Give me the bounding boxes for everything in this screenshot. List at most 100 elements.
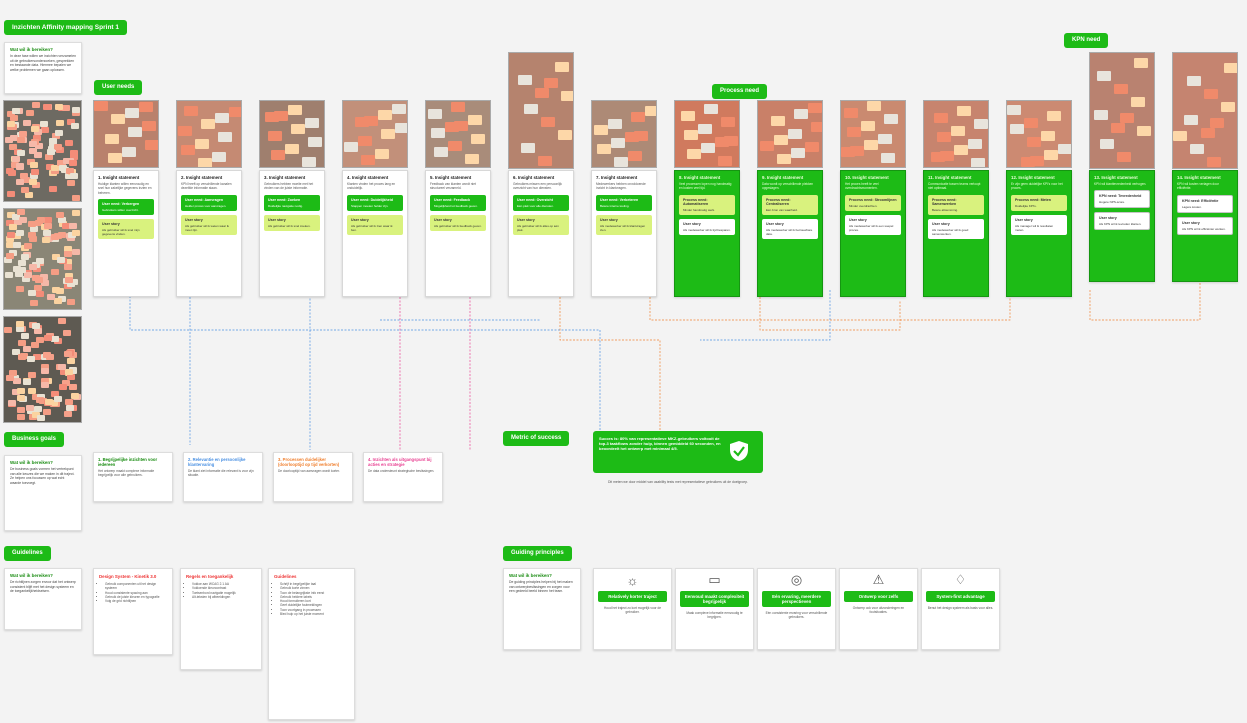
sticky-note-blob	[46, 293, 55, 300]
sticky-note-blob	[847, 127, 861, 137]
screen-icon: ▭	[708, 572, 721, 587]
sticky-note-blob	[6, 242, 15, 249]
guideline-item: Volg de grid richtlijnen	[105, 599, 167, 603]
sticky-note-blob	[111, 114, 125, 124]
need-text: Duidelijke navigatie nodig.	[268, 203, 303, 208]
principle-card: ▭ Eenvoud maakt complexiteit begrijpelijk…	[675, 568, 754, 650]
story-title: User story	[600, 217, 618, 222]
sticky-note-blob	[29, 173, 38, 180]
sticky-note-blob	[6, 120, 15, 127]
sticky-note-blob	[538, 156, 552, 166]
sticky-note-blob	[67, 299, 76, 306]
sticky-note-blob	[285, 144, 299, 154]
sticky-note-blob	[428, 109, 442, 119]
principles-text: De guiding principles helpen bij het mak…	[509, 580, 573, 594]
principle-text: Eén consistente ervaring voor verschille…	[765, 611, 828, 620]
sticky-note-blob	[11, 375, 20, 381]
need-title: Process need: Centraliseren	[766, 197, 791, 206]
insight-photo	[176, 100, 242, 168]
sticky-note-blob	[308, 137, 322, 147]
sticky-note-blob	[35, 337, 44, 344]
sticky-note-blob	[1221, 102, 1235, 112]
sticky-note-blob	[6, 374, 15, 381]
sticky-note-blob	[6, 253, 15, 260]
sticky-photo-3	[3, 316, 82, 423]
guideline-item: Gebruik de juiste kleuren en typografie	[105, 595, 167, 599]
sticky-note-blob	[535, 88, 549, 98]
sticky-note-blob	[108, 153, 122, 163]
sticky-note-blob	[7, 169, 16, 176]
business-goal-card: 2. Relevantie en persoonlijke klantervar…	[183, 452, 263, 502]
sticky-note-blob	[31, 342, 40, 348]
sticky-note-blob	[381, 129, 395, 139]
sticky-note-blob	[715, 137, 729, 147]
guideline-item: Toon de belangrijkste info eerst	[280, 591, 349, 595]
sticky-note-blob	[70, 153, 79, 160]
sticky-note-blob	[27, 231, 36, 238]
sticky-note-blob	[32, 322, 41, 329]
guideline-item: Gebruik componenten uit het design syste…	[105, 582, 167, 591]
sticky-note-blob	[63, 329, 72, 336]
sticky-note-blob	[71, 209, 80, 216]
sticky-note-blob	[1137, 126, 1151, 136]
need-text: Helder proces voor aanvragen.	[185, 203, 227, 208]
sticky-note-blob	[66, 180, 75, 187]
sticky-note-blob	[58, 232, 67, 239]
sticky-note-blob	[56, 257, 65, 264]
insight-photo	[1006, 100, 1072, 168]
sticky-note-blob	[24, 242, 33, 249]
sticky-note-blob	[201, 119, 215, 129]
sticky-note-blob	[53, 143, 62, 150]
sticky-note-blob	[864, 140, 878, 150]
intro-heading: Wat wil ik bereiken?	[10, 47, 53, 52]
sticky-note-blob	[139, 102, 153, 112]
sticky-note-blob	[1224, 63, 1237, 73]
need-title: User need: Verbeteren	[600, 197, 639, 202]
sticky-note-blob	[195, 139, 209, 149]
insight-body: Communicatie tussen teams verloopt niet …	[928, 182, 981, 191]
sticky-note-blob	[51, 168, 60, 175]
sticky-note-blob	[971, 158, 985, 167]
story-title: User story	[351, 217, 369, 222]
sticky-note-blob	[1058, 144, 1071, 154]
sticky-note-blob	[65, 173, 74, 180]
business-goals-heading: Wat wil ik bereiken?	[10, 460, 53, 465]
need-title: KPN need: Tevredenheid	[1099, 194, 1142, 199]
sticky-note-blob	[69, 384, 77, 391]
sticky-note-blob	[34, 327, 43, 334]
business-goal-title: 3. Processen duidelijker (doorlooptijd o…	[278, 457, 340, 467]
guideline-list: Gebruik componenten uit het design syste…	[94, 582, 172, 603]
sticky-note-blob	[18, 354, 27, 361]
need-text: Eén plek voor alle diensten.	[517, 203, 554, 208]
principles-heading: Wat wil ik bereiken?	[509, 573, 552, 578]
sticky-note-blob	[58, 384, 67, 391]
principle-title: Eenvoud maakt complexiteit begrijpelijk	[680, 591, 749, 607]
sticky-note-blob	[1190, 144, 1204, 154]
sticky-note-blob	[51, 335, 60, 342]
story-title: User story	[1099, 216, 1117, 221]
need-title: KPN need: Efficiëntie	[1182, 198, 1219, 203]
sticky-note-blob	[25, 192, 34, 199]
sticky-note-blob	[777, 154, 791, 164]
metric-description: Dit meten we door middel van usability t…	[607, 480, 749, 484]
story-title: User story	[185, 217, 203, 222]
sticky-note-blob	[30, 161, 39, 168]
sticky-note-blob	[29, 225, 38, 232]
sticky-note-blob	[215, 113, 229, 123]
story-title: User story	[102, 221, 120, 226]
sticky-note-blob	[11, 161, 20, 168]
need-title: User need: Feedback	[434, 197, 471, 202]
sticky-note-blob	[34, 405, 43, 412]
sticky-note-blob	[850, 146, 864, 156]
sticky-note-blob	[358, 136, 372, 146]
sticky-note-blob	[361, 155, 375, 165]
story-title: User story	[1015, 217, 1033, 222]
connector-line	[559, 290, 661, 430]
